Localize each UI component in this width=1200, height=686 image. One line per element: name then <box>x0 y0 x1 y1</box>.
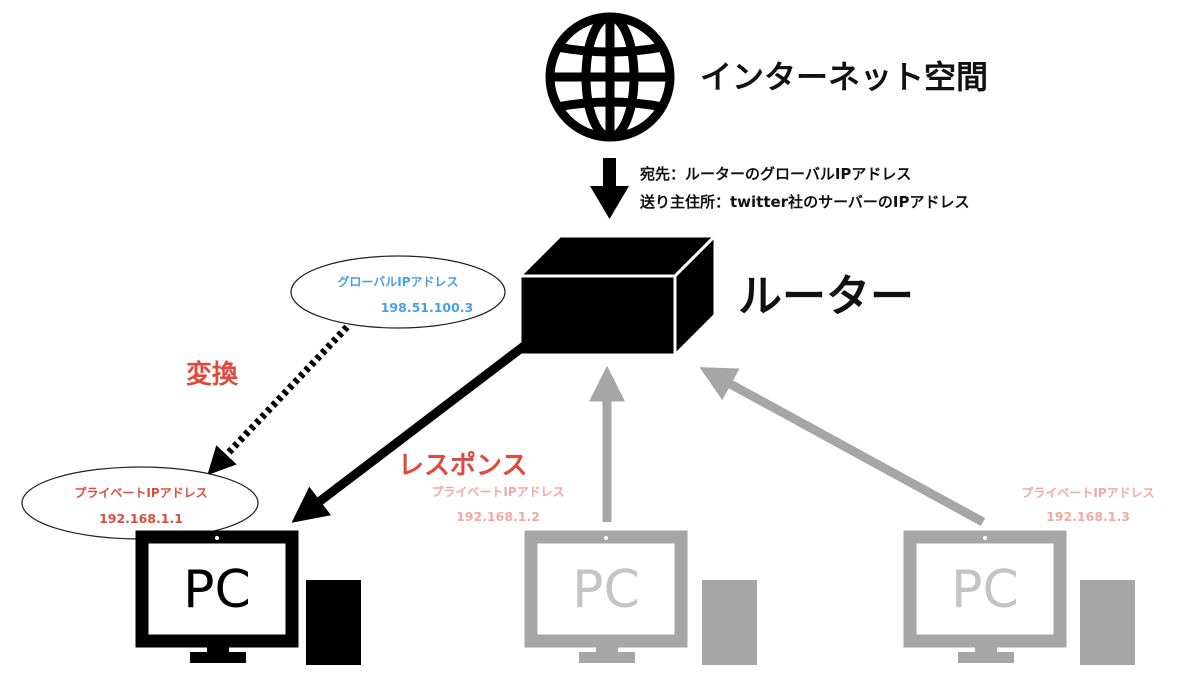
globe-icon <box>545 12 675 142</box>
tower-icon <box>306 580 361 665</box>
monitor-icon <box>524 530 688 663</box>
pc1-label: PC <box>183 560 251 620</box>
global-ip-value: 198.51.100.3 <box>381 300 474 315</box>
pc3-ip-value: 192.168.1.3 <box>1046 509 1130 524</box>
pc2-ip-value: 192.168.1.2 <box>456 509 540 524</box>
down-arrow-icon <box>590 158 629 219</box>
pc1-ip-bubble: プライベートIPアドレス 192.168.1.1 <box>21 466 259 540</box>
conversion-arrow <box>207 324 350 476</box>
router-icon <box>516 232 719 359</box>
packet-source-text: 送り主住所：twitter社のサーバーのIPアドレス <box>639 193 970 211</box>
monitor-icon <box>903 530 1067 663</box>
internet-label: インターネット空間 <box>700 58 988 96</box>
pc3-computer: PC <box>903 530 1135 665</box>
pc3-label: PC <box>951 560 1019 620</box>
monitor-icon <box>135 530 299 663</box>
router-label: ルーター <box>738 271 914 322</box>
tower-icon <box>702 580 757 665</box>
pc2-label: PC <box>572 560 640 620</box>
pc1-ip-value: 192.168.1.1 <box>99 511 183 526</box>
pc2-ip-label: プライベートIPアドレス <box>431 484 564 499</box>
response-arrow <box>291 339 531 523</box>
pc2-computer: PC <box>524 530 757 665</box>
pc1-ip-label: プライベートIPアドレス <box>74 485 207 500</box>
global-ip-bubble: グローバルIPアドレス 198.51.100.3 <box>290 255 506 329</box>
pc1-computer: PC <box>135 530 361 665</box>
pc3-ip-label: プライベートIPアドレス <box>1021 485 1154 500</box>
pc3-uplink-arrow <box>699 367 986 526</box>
response-label: レスポンス <box>398 450 527 481</box>
tower-icon <box>1080 580 1135 665</box>
conversion-label: 変換 <box>186 359 239 390</box>
global-ip-label: グローバルIPアドレス <box>337 274 458 289</box>
packet-destination-text: 宛先：ルーターのグローバルIPアドレス <box>639 165 911 183</box>
